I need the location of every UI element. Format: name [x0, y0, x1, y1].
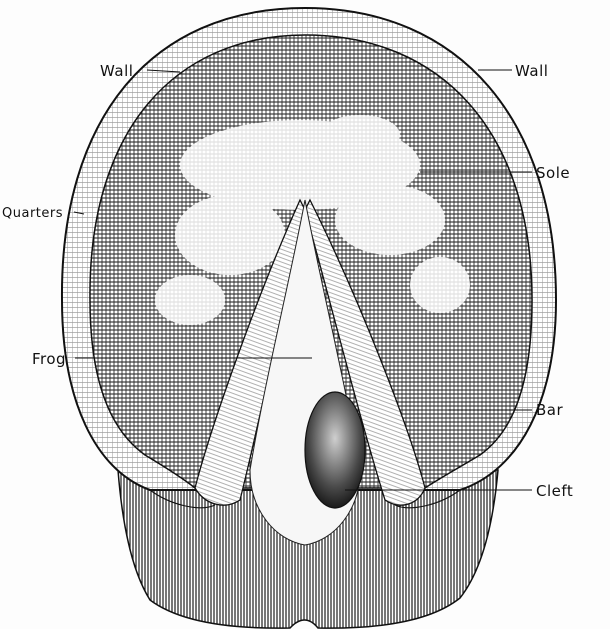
- label-bar: Bar: [536, 401, 563, 419]
- label-cleft: Cleft: [536, 482, 573, 500]
- cleft-region: [305, 392, 365, 508]
- label-sole: Sole: [536, 164, 570, 182]
- label-wall-right: Wall: [515, 62, 548, 80]
- label-wall-left: Wall: [100, 62, 133, 80]
- label-quarters: Quarters: [2, 206, 63, 221]
- label-frog: Frog: [32, 350, 66, 368]
